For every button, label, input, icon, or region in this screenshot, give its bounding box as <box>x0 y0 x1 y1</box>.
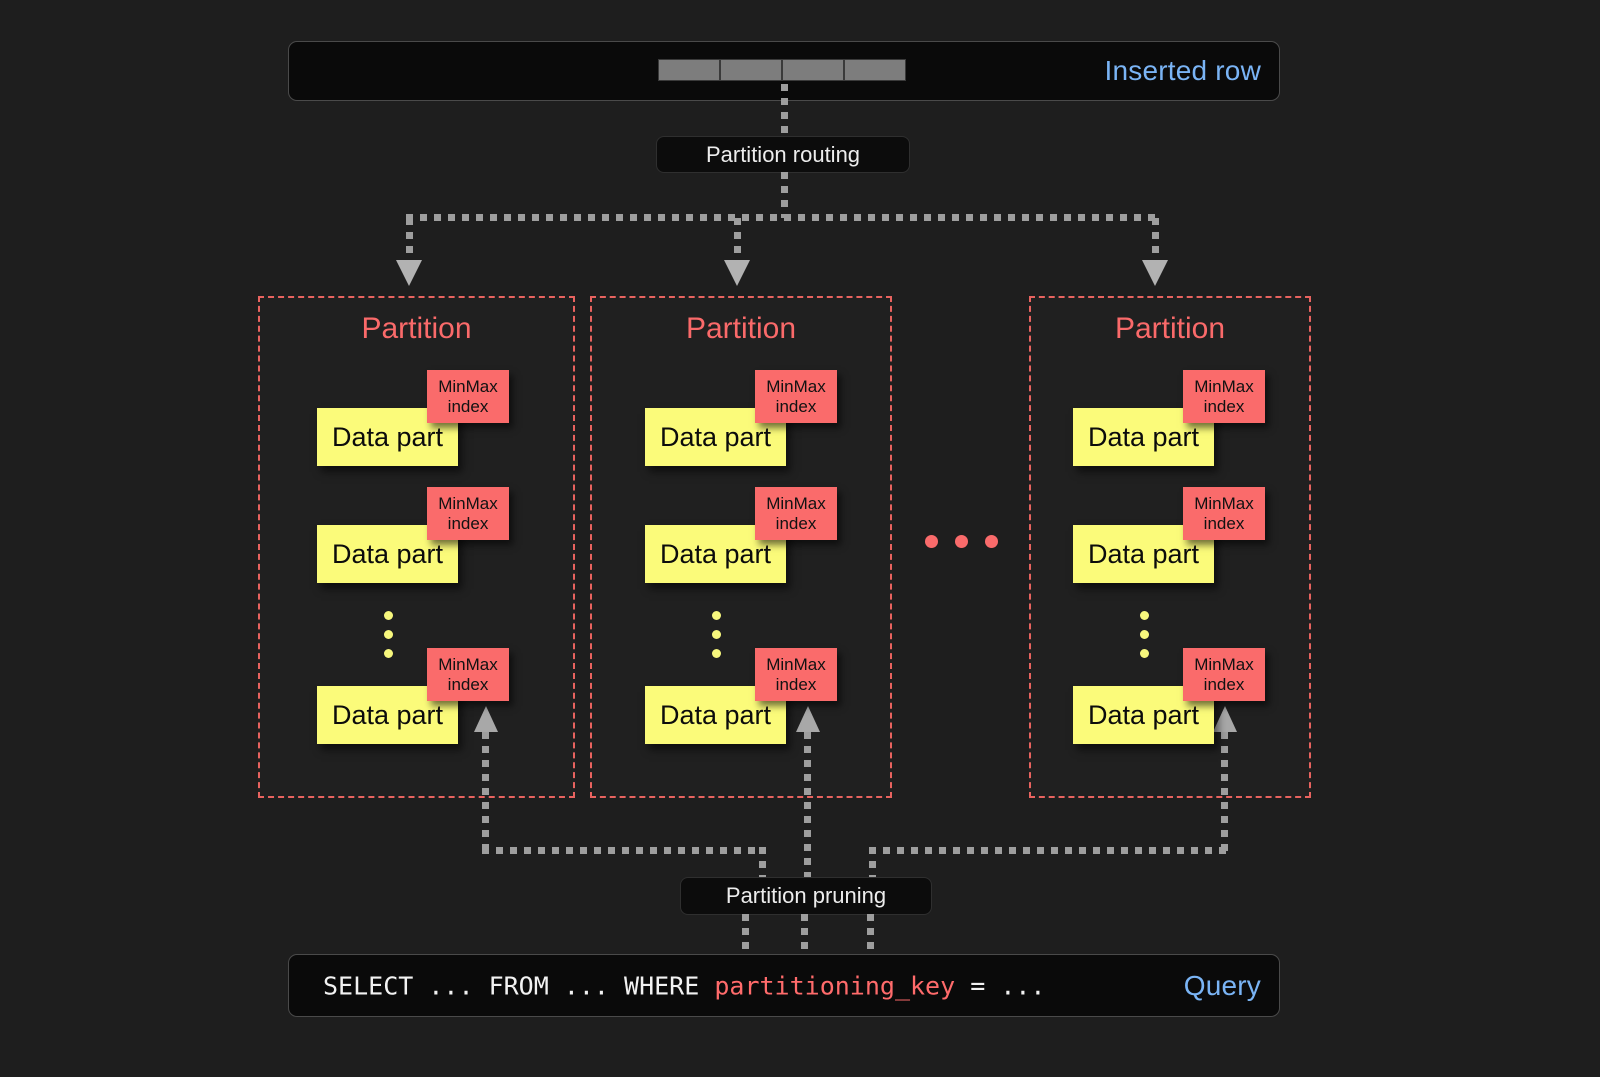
connector-query-to-pruning-3 <box>867 914 874 954</box>
arrow-to-partition-2 <box>724 260 750 286</box>
data-part-ellipsis <box>712 611 721 658</box>
row-cell <box>844 59 906 81</box>
row-cell <box>720 59 782 81</box>
minmax-index-box: MinMax index <box>1183 487 1265 540</box>
minmax-index-line-1: MinMax <box>438 655 498 675</box>
connector-query-to-pruning-1 <box>742 914 749 954</box>
arrow-into-partition-2 <box>796 706 820 732</box>
minmax-index-line-1: MinMax <box>1194 494 1254 514</box>
arrow-to-partition-3 <box>1142 260 1168 286</box>
connector-pruning-bus-right <box>869 847 1228 854</box>
inserted-row-cells <box>658 59 906 81</box>
connector-bus-to-partition-3 <box>1152 218 1159 264</box>
data-part-box: Data part <box>317 525 458 583</box>
minmax-index-line-2: index <box>775 396 817 416</box>
partition-box-2: Partition MinMax index Data part MinMax … <box>590 296 892 798</box>
minmax-index-line-1: MinMax <box>1194 655 1254 675</box>
ellipsis-dot <box>985 535 998 548</box>
minmax-index-line-1: MinMax <box>766 377 826 397</box>
query-prefix: SELECT ... FROM ... WHERE <box>323 971 715 1000</box>
minmax-index-line-2: index <box>1203 674 1245 694</box>
connector-pruning-right-drop <box>869 847 876 879</box>
minmax-index-line-2: index <box>447 674 489 694</box>
data-part-box: Data part <box>317 686 458 744</box>
partition-box-1: Partition MinMax index Data part MinMax … <box>258 296 575 798</box>
partition-title: Partition <box>1114 312 1226 345</box>
minmax-index-box: MinMax index <box>755 487 837 540</box>
connector-distribution-bus <box>406 214 1158 221</box>
ellipsis-dot <box>955 535 968 548</box>
query-partitioning-key: partitioning_key <box>714 971 956 1000</box>
minmax-index-box: MinMax index <box>755 370 837 423</box>
connector-pruning-bus-left <box>482 847 766 854</box>
minmax-index-box: MinMax index <box>427 370 509 423</box>
ellipsis-dot <box>712 649 721 658</box>
partition-routing-label: Partition routing <box>705 141 861 167</box>
minmax-index-line-1: MinMax <box>438 494 498 514</box>
row-cell <box>658 59 720 81</box>
minmax-index-line-2: index <box>447 513 489 533</box>
connector-row-to-routing <box>781 84 788 138</box>
connector-routing-to-bus <box>781 172 788 218</box>
data-part-box: Data part <box>645 686 786 744</box>
connector-pruning-to-partition-1 <box>482 732 489 852</box>
ellipsis-dot <box>384 611 393 620</box>
ellipsis-dot <box>384 649 393 658</box>
minmax-index-line-1: MinMax <box>438 377 498 397</box>
minmax-index-line-1: MinMax <box>1194 377 1254 397</box>
partition-pruning-label: Partition pruning <box>725 883 887 908</box>
inserted-row-label: Inserted row <box>1104 55 1261 86</box>
minmax-index-box: MinMax index <box>1183 370 1265 423</box>
connector-pruning-to-partition-3 <box>1221 732 1228 852</box>
query-bar: SELECT ... FROM ... WHERE partitioning_k… <box>288 954 1280 1017</box>
minmax-index-line-2: index <box>447 396 489 416</box>
minmax-index-line-2: index <box>775 513 817 533</box>
partition-title: Partition <box>361 312 472 345</box>
connector-pruning-to-partition-2 <box>804 732 811 879</box>
query-text: SELECT ... FROM ... WHERE partitioning_k… <box>323 971 1045 1000</box>
query-label: Query <box>1183 969 1261 1001</box>
partition-box-3: Partition MinMax index Data part MinMax … <box>1029 296 1311 798</box>
arrow-to-partition-1 <box>396 260 422 286</box>
arrow-into-partition-1 <box>474 706 498 732</box>
minmax-index-box: MinMax index <box>427 487 509 540</box>
partition-pruning-box: Partition pruning <box>680 877 932 915</box>
connector-pruning-left-drop <box>759 847 766 879</box>
data-part-box: Data part <box>645 408 786 466</box>
minmax-index-line-2: index <box>775 674 817 694</box>
data-part-ellipsis <box>384 611 393 658</box>
ellipsis-dot <box>712 630 721 639</box>
minmax-index-line-2: index <box>1203 396 1245 416</box>
minmax-index-box: MinMax index <box>1183 648 1265 701</box>
partition-title: Partition <box>685 312 797 345</box>
connector-bus-to-partition-2 <box>734 218 741 264</box>
ellipsis-dot <box>925 535 938 548</box>
connector-query-to-pruning-2 <box>801 914 808 954</box>
connector-bus-to-partition-1 <box>406 218 413 264</box>
partition-ellipsis <box>925 535 998 548</box>
minmax-index-box: MinMax index <box>755 648 837 701</box>
partition-routing-box: Partition routing <box>656 136 910 173</box>
data-part-ellipsis <box>1140 611 1149 658</box>
ellipsis-dot <box>712 611 721 620</box>
ellipsis-dot <box>1140 649 1149 658</box>
minmax-index-line-1: MinMax <box>766 655 826 675</box>
arrow-into-partition-3 <box>1213 706 1237 732</box>
ellipsis-dot <box>1140 611 1149 620</box>
minmax-index-line-2: index <box>1203 513 1245 533</box>
ellipsis-dot <box>384 630 393 639</box>
ellipsis-dot <box>1140 630 1149 639</box>
minmax-index-line-1: MinMax <box>766 494 826 514</box>
row-cell <box>782 59 844 81</box>
query-suffix: = ... <box>955 971 1046 1000</box>
minmax-index-box: MinMax index <box>427 648 509 701</box>
